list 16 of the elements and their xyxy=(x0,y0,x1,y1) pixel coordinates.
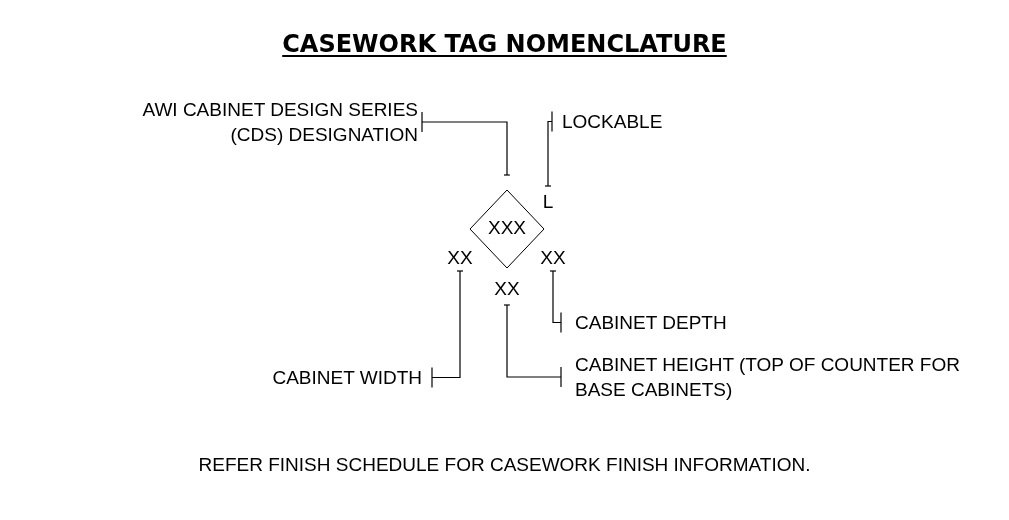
callout-text: XX xyxy=(446,246,474,270)
note-text: REFER FINISH SCHEDULE FOR CASEWORK FINISH INFORMATION. xyxy=(197,454,812,476)
callout-text: CABINET HEIGHT (TOP OF COUNTER FOR BASE CABINETS) xyxy=(575,353,961,402)
leader-line xyxy=(544,110,553,187)
leader-line xyxy=(549,270,562,334)
callout-text: L xyxy=(541,190,555,214)
title: CASEWORK TAG NOMENCLATURE xyxy=(282,30,727,58)
callout-text: XX xyxy=(539,246,567,270)
callout-text: CABINET DEPTH xyxy=(575,311,728,335)
callout-text: XX xyxy=(493,277,521,301)
leader-line xyxy=(421,111,511,176)
callout-text: LOCKABLE xyxy=(562,110,664,134)
callout-text: AWI CABINET DESIGN SERIES (CDS) DESIGNATION xyxy=(141,98,418,147)
leader-line xyxy=(503,304,562,388)
callout-text: CABINET WIDTH xyxy=(271,366,422,390)
leader-line xyxy=(431,270,464,389)
